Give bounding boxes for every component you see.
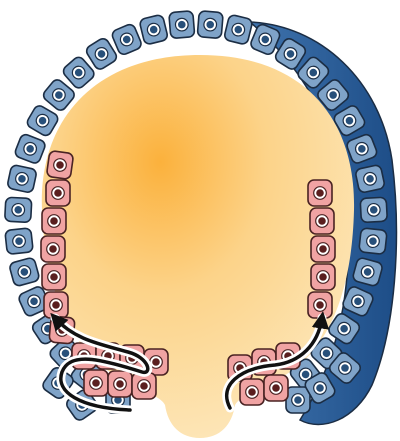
ectoderm-cell-26 xyxy=(359,228,387,255)
mesoderm-cell-22 xyxy=(240,379,264,405)
ectoderm-cell-8 xyxy=(14,133,47,165)
mesoderm-cell-23 xyxy=(264,375,288,401)
mesoderm-cell-17 xyxy=(311,264,335,290)
ectoderm-cell-35 xyxy=(286,387,310,413)
ectoderm-cell-9 xyxy=(25,104,60,138)
mesoderm-cell-2 xyxy=(42,208,66,234)
mesoderm-cell-12 xyxy=(108,371,132,397)
mesoderm-cell-0 xyxy=(46,150,73,179)
ectoderm-cell-17 xyxy=(224,14,253,45)
mesoderm-cell-16 xyxy=(311,236,335,262)
mesoderm-cell-11 xyxy=(84,370,108,396)
mesoderm-cell-14 xyxy=(308,180,332,206)
mesoderm-cell-3 xyxy=(41,236,65,262)
ectoderm-cell-14 xyxy=(139,14,168,45)
ectoderm-cell-16 xyxy=(197,11,223,39)
mesoderm-cell-4 xyxy=(42,264,66,290)
mesoderm-cell-13 xyxy=(132,373,156,399)
mesoderm-cell-1 xyxy=(46,180,70,206)
ectoderm-cell-24 xyxy=(355,164,385,193)
ectoderm-cell-4 xyxy=(9,257,40,287)
ectoderm-cell-6 xyxy=(5,197,32,222)
ectoderm-cell-25 xyxy=(360,197,387,222)
ectoderm-cell-15 xyxy=(169,11,195,39)
ectoderm-cell-13 xyxy=(111,23,143,56)
ectoderm-cell-7 xyxy=(7,164,37,193)
mesoderm-cell-15 xyxy=(310,208,334,234)
ectoderm-cell-5 xyxy=(5,228,33,255)
